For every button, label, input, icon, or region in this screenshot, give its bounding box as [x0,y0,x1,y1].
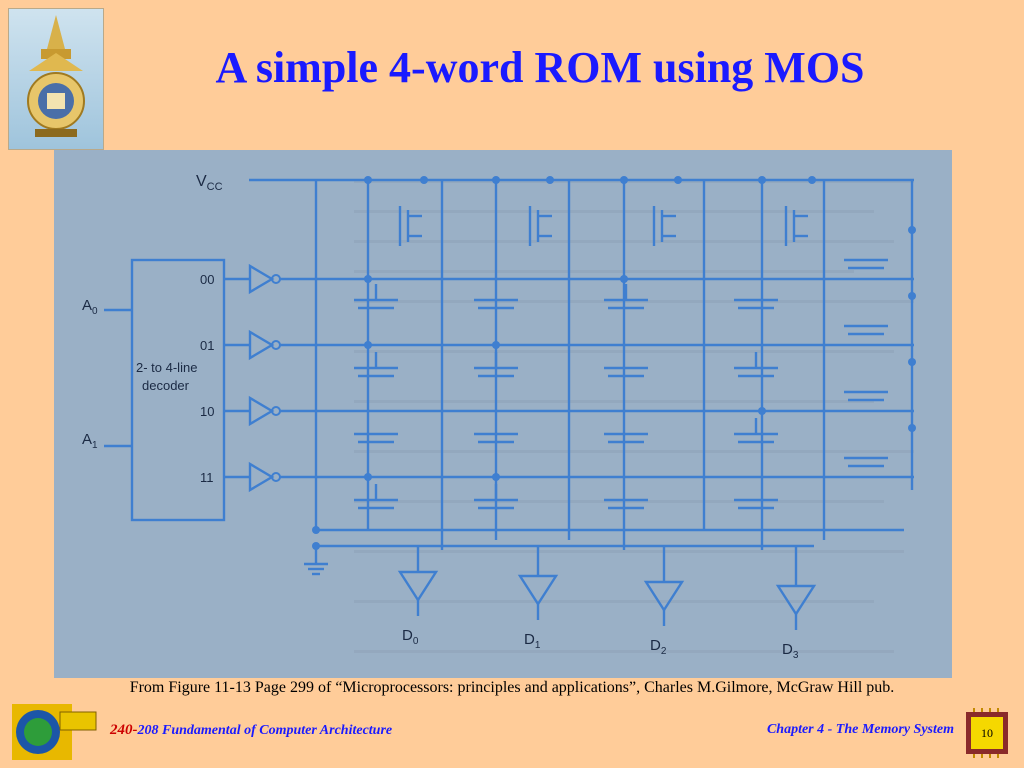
word-lines [224,263,914,493]
slide-title: A simple 4-word ROM using MOS [215,43,865,92]
output-buffers [397,546,817,630]
course-number: 240- [110,722,138,738]
decoder-output-10: 10 [200,404,214,419]
rom-schematic-diagram: VCC 2- to 4-line decoder A0 A1 00 01 10 … [82,173,916,661]
decoder-output-00: 00 [200,272,214,287]
decoder-label-line1: 2- to 4-line [136,360,197,375]
decoder-output-11: 11 [200,470,214,485]
page-number: 10 [981,726,993,740]
data-output-d1: D1 [524,631,541,651]
ground-symbol [304,546,328,576]
chip-page-badge-icon [962,708,1012,758]
data-output-d2: D2 [650,637,667,657]
rom-schematic-figure: VCC 2- to 4-line decoder A0 A1 00 01 10 … [54,150,952,678]
university-crest-icon [8,8,104,150]
data-output-d3: D3 [782,641,799,661]
a1-label: A1 [82,431,98,451]
decoder-block [130,258,226,522]
bit-lines [314,180,914,550]
course-name: 208 Fundamental of Computer Architecture [137,723,393,738]
a0-label: A0 [82,297,98,317]
chip-globe-logo-icon [10,700,100,762]
vcc-label: VCC [196,173,223,193]
decoder-output-01: 01 [200,338,214,353]
pullup-transistors [398,206,808,246]
figure-caption: From Figure 11-13 Page 299 of “Microproc… [129,679,895,696]
background-book-text [354,180,914,653]
footer-chapter: Chapter 4 - The Memory System [766,722,954,737]
cell-transistors [354,258,888,510]
decoder-label-line2: decoder [142,378,190,393]
data-output-d0: D0 [402,627,419,647]
junction-dots [312,176,916,550]
footer-course-title: 240-208 Fundamental of Computer Architec… [110,722,392,739]
